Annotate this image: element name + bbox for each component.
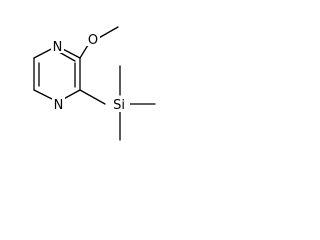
oxygen-label: O (88, 33, 98, 48)
atom-labels: N N O Si (51, 31, 130, 113)
methoxy-group (79, 26, 119, 59)
structural-formula: N N O Si (33, 26, 156, 141)
silicon-label: Si (113, 98, 125, 113)
trimethylsilyl-group (79, 65, 156, 141)
bond-o-ch3 (96, 26, 119, 40)
double-bond-n4-c3-inner (58, 51, 76, 62)
nitrogen-bottom-label: N (54, 98, 64, 113)
bond-c2-si (79, 89, 106, 105)
bond-c3-o (79, 44, 89, 59)
nitrogen-top-label: N (53, 40, 63, 55)
